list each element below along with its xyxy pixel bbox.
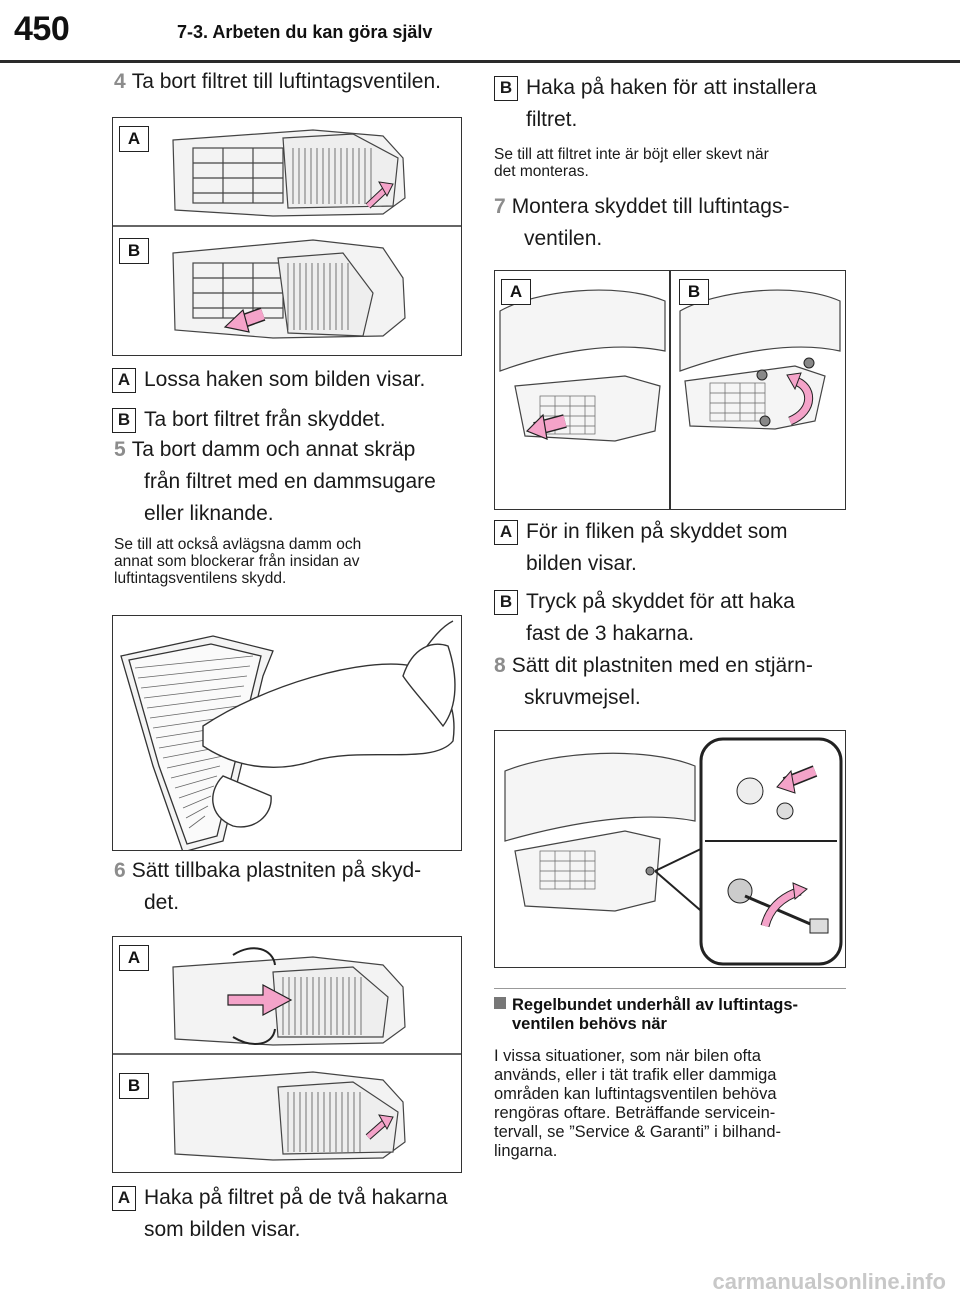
substep-text: Haka på filtret på de två hakarna bbox=[144, 1186, 448, 1209]
maintenance-heading: Regelbundet underhåll av luftintags- ven… bbox=[494, 996, 798, 1034]
step-number: 5 bbox=[114, 438, 126, 461]
note-line: Se till att filtret inte är böjt eller s… bbox=[494, 146, 769, 163]
paragraph-line: områden kan luftintagsventilen behöva bbox=[494, 1085, 777, 1103]
substep-a: A Haka på filtret på de två hakarna som b… bbox=[112, 1182, 448, 1246]
watermark: carmanualsonline.info bbox=[712, 1269, 947, 1294]
step-text: eller liknande. bbox=[144, 502, 274, 525]
section-title: 7-3. Arbeten du kan göra själv bbox=[177, 22, 433, 42]
substep-b: B Ta bort filtret från skyddet. bbox=[112, 404, 386, 436]
step-number: 6 bbox=[114, 859, 126, 882]
note-line: annat som blockerar från insidan av bbox=[114, 553, 360, 570]
label-tag: A bbox=[112, 368, 136, 393]
paragraph-line: tervall, se ”Service & Garanti” i bilhan… bbox=[494, 1123, 782, 1141]
substep-text: Haka på haken för att installera bbox=[526, 76, 817, 99]
substep-text: som bilden visar. bbox=[144, 1218, 301, 1241]
step-text: Ta bort filtret till luftintagsventilen. bbox=[131, 70, 441, 93]
figure-tag: A bbox=[119, 945, 149, 971]
figure-vacuum-filter bbox=[112, 615, 462, 851]
step-number: 4 bbox=[114, 70, 126, 93]
figure-remove-filter: A B bbox=[112, 117, 462, 356]
step-text: ventilen. bbox=[524, 227, 603, 250]
note-line: luftintagsventilens skydd. bbox=[114, 570, 287, 587]
substep-a: A För in fliken på skyddet som bilden vis… bbox=[494, 516, 787, 580]
vacuum-illustration bbox=[120, 620, 456, 850]
figure-tag: B bbox=[119, 238, 149, 264]
step-text: skruvmejsel. bbox=[524, 686, 641, 709]
step-number: 8 bbox=[494, 654, 506, 677]
figure-install-rivet bbox=[494, 730, 846, 968]
figure-tag: B bbox=[119, 1073, 149, 1099]
heading-text: Regelbundet underhåll av luftintags- bbox=[512, 996, 799, 1014]
step-text: Ta bort damm och annat skräp bbox=[131, 438, 416, 461]
note-filter-bent: Se till att filtret inte är böjt eller s… bbox=[494, 146, 769, 180]
maintenance-paragraph: I vissa situationer, som när bilen ofta … bbox=[494, 1047, 781, 1161]
section-divider bbox=[494, 988, 846, 989]
heading-text: ventilen behövs när bbox=[512, 1015, 667, 1033]
filter-removal-illustration bbox=[113, 129, 461, 339]
substep-b: B Tryck på skyddet för att haka fast de 3… bbox=[494, 586, 795, 650]
page-number: 450 bbox=[14, 10, 70, 48]
substep-a: A Lossa haken som bilden visar. bbox=[112, 364, 425, 396]
header-rule bbox=[0, 60, 960, 63]
label-tag: A bbox=[112, 1186, 136, 1211]
substep-b: B Haka på haken för att installera filtre… bbox=[494, 72, 817, 136]
figure-reinstall-filter: A B bbox=[112, 936, 462, 1173]
filter-install-illustration bbox=[113, 947, 461, 1161]
rivet-install-illustration bbox=[504, 737, 843, 966]
paragraph-line: lingarna. bbox=[494, 1142, 558, 1160]
step-text: Sätt tillbaka plastniten på skyd- bbox=[131, 859, 422, 882]
paragraph-line: I vissa situationer, som när bilen ofta bbox=[494, 1047, 761, 1065]
step-number: 7 bbox=[494, 195, 506, 218]
paragraph-line: används, eller i tät trafik eller dammig… bbox=[494, 1066, 777, 1084]
label-tag: B bbox=[112, 408, 136, 433]
note-clean-cover: Se till att också avlägsna damm och anna… bbox=[114, 536, 361, 587]
substep-text: Lossa haken som bilden visar. bbox=[144, 368, 426, 391]
paragraph-line: rengöras oftare. Beträffande servicein- bbox=[494, 1104, 776, 1122]
step-text: det. bbox=[144, 891, 180, 914]
substep-text: Ta bort filtret från skyddet. bbox=[144, 408, 386, 431]
page-header: 450 7-3. Arbeten du kan göra själv bbox=[0, 0, 960, 66]
cover-mount-illustration bbox=[499, 271, 841, 509]
figure-tag: B bbox=[679, 279, 709, 305]
figure-tag: A bbox=[501, 279, 531, 305]
step-text: Sätt dit plastniten med en stjärn- bbox=[511, 654, 813, 677]
step-text: från filtret med en dammsugare bbox=[144, 470, 436, 493]
note-line: det monteras. bbox=[494, 163, 589, 180]
substep-text: fast de 3 hakarna. bbox=[526, 622, 695, 645]
substep-text: För in fliken på skyddet som bbox=[526, 520, 788, 543]
note-line: Se till att också avlägsna damm och bbox=[114, 536, 362, 553]
substep-text: Tryck på skyddet för att haka bbox=[526, 590, 795, 613]
substep-text: filtret. bbox=[526, 108, 578, 131]
bullet-square-icon bbox=[494, 997, 506, 1009]
figure-mount-cover: A B bbox=[494, 270, 846, 510]
label-tag: B bbox=[494, 590, 518, 615]
figure-tag: A bbox=[119, 126, 149, 152]
label-tag: A bbox=[494, 520, 518, 545]
substep-text: bilden visar. bbox=[526, 552, 637, 575]
label-tag: B bbox=[494, 76, 518, 101]
step-text: Montera skyddet till luftintags- bbox=[511, 195, 790, 218]
